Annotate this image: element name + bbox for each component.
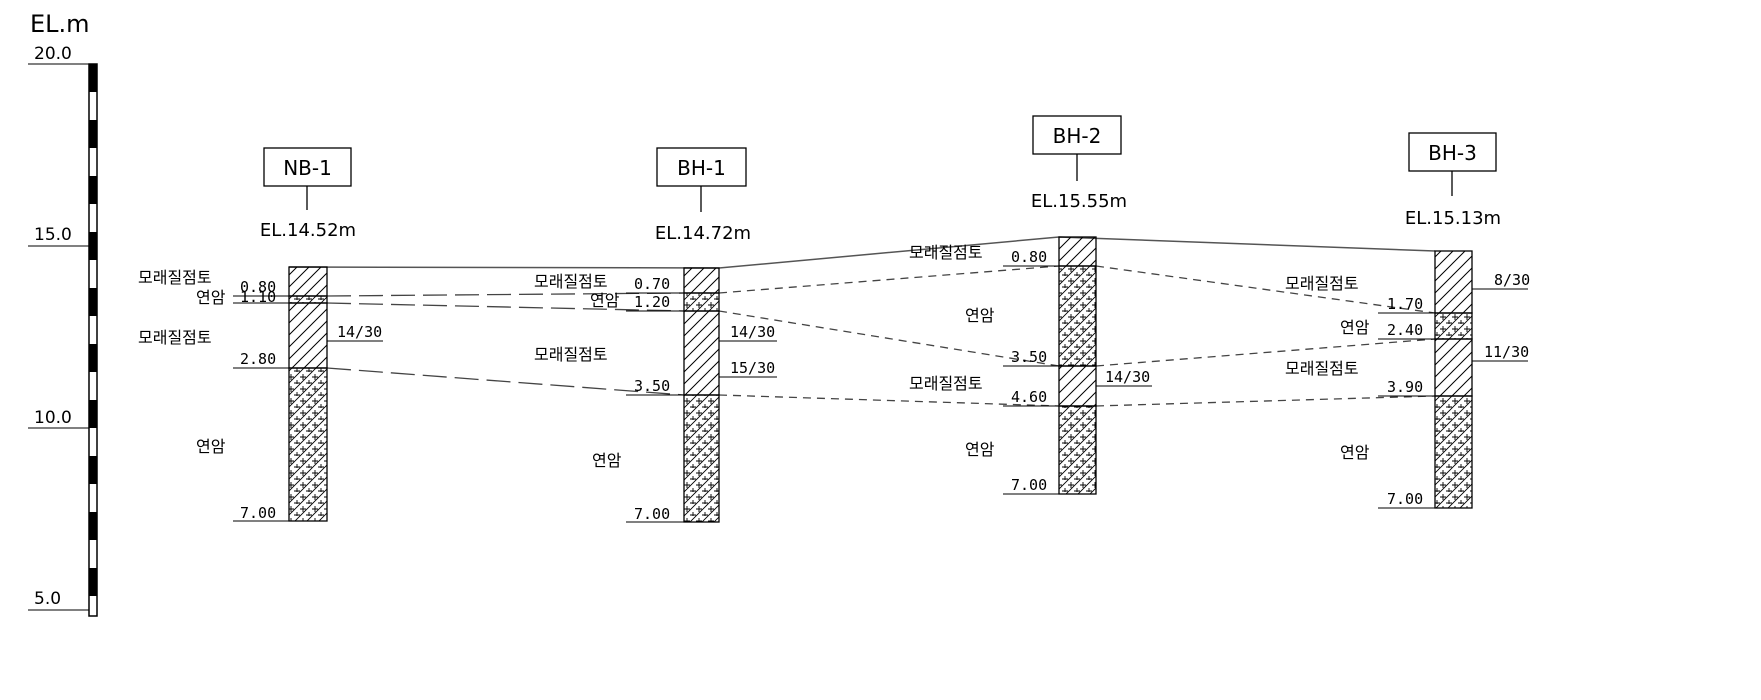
- soil-label: 모래질점토: [138, 328, 212, 347]
- correlation-line: [326, 292, 685, 297]
- scale-tick-10: 10.0: [28, 408, 89, 429]
- soil-label: 모래질점토: [534, 272, 608, 291]
- depth-label: 0.70: [634, 275, 670, 293]
- borehole-title: NB-1: [283, 156, 332, 180]
- scale-tick-label: 10.0: [34, 408, 72, 428]
- correlation-line: [718, 394, 1060, 407]
- layer-sandy-clay: [1058, 365, 1097, 407]
- scale-bar-segments: [89, 64, 97, 596]
- depth-label: 7.00: [634, 505, 670, 523]
- layer-sandy-clay: [288, 266, 328, 297]
- borehole-title-box: [656, 147, 747, 187]
- layer-soft-rock: [683, 394, 720, 523]
- layer-sandy-clay: [1434, 338, 1473, 397]
- borehole-title: BH-1: [677, 156, 726, 180]
- layer-soft-rock: [1434, 395, 1473, 509]
- correlation-lines: [326, 265, 1436, 407]
- correlation-line: [718, 310, 1060, 367]
- borehole-elevation: EL.15.13m: [1405, 208, 1501, 229]
- scale-tick-15: 15.0: [28, 225, 89, 247]
- soil-label: 모래질점토: [1285, 274, 1359, 293]
- soil-label: 모래질점토: [534, 345, 608, 364]
- soil-label: 연암: [196, 437, 226, 456]
- borehole-title-box: [1408, 132, 1497, 172]
- depth-label: 3.90: [1387, 378, 1423, 396]
- borehole-title-box: [263, 147, 352, 187]
- borehole-nb-1: NB-1 EL.14.52m 0.80 1.10 2.80 7.00 모래질점토…: [138, 147, 383, 522]
- spt-value: 11/30: [1484, 343, 1529, 361]
- depth-label: 1.20: [634, 293, 670, 311]
- soil-label: 모래질점토: [909, 374, 983, 393]
- correlation-line: [326, 367, 685, 396]
- layer-sandy-clay: [683, 267, 720, 294]
- depth-label: 0.80: [1011, 248, 1047, 266]
- scale-tick-label: 5.0: [34, 589, 61, 609]
- borehole-elevation: EL.14.52m: [260, 220, 356, 241]
- correlation-line: [718, 265, 1060, 294]
- depth-label: 7.00: [1387, 490, 1423, 508]
- spt-value: 15/30: [730, 359, 775, 377]
- depth-label: 2.80: [240, 350, 276, 368]
- spt-value: 14/30: [730, 323, 775, 341]
- layer-soft-rock: [288, 367, 328, 522]
- depth-label: 3.50: [1011, 348, 1047, 366]
- ground-surface-line: [288, 236, 1436, 269]
- correlation-line: [1095, 265, 1436, 314]
- soil-label: 연암: [1340, 318, 1370, 337]
- spt-value: 14/30: [337, 323, 382, 341]
- scale-tick-20: 20.0: [28, 44, 89, 65]
- layer-soft-rock: [1058, 405, 1097, 495]
- spt-value: 14/30: [1105, 368, 1150, 386]
- soil-label: 모래질점토: [1285, 359, 1359, 378]
- borehole-title: BH-3: [1428, 141, 1477, 165]
- layer-sandy-clay: [683, 310, 720, 396]
- soil-label: 연암: [1340, 443, 1370, 462]
- soil-label: 연암: [590, 291, 620, 310]
- soil-label: 연암: [965, 306, 995, 325]
- borehole-bh-3: BH-3 EL.15.13m 1.70 2.40 3.90 7.00 모래질점토…: [1285, 132, 1530, 509]
- borehole-title-box: [1032, 115, 1122, 155]
- depth-label: 2.40: [1387, 321, 1423, 339]
- borehole-bh-1: BH-1 EL.14.72m 0.70 1.20 3.50 7.00 모래질점토…: [534, 147, 777, 523]
- scale-unit-label: EL.m: [30, 10, 90, 38]
- depth-label: 7.00: [1011, 476, 1047, 494]
- scale-tick-5: 5.0: [28, 589, 89, 611]
- layer-sandy-clay: [1058, 236, 1097, 267]
- correlation-line: [1095, 395, 1436, 407]
- spt-value: 8/30: [1494, 271, 1530, 289]
- layer-soft-rock: [288, 295, 328, 304]
- depth-label: 3.50: [634, 377, 670, 395]
- depth-label: 4.60: [1011, 388, 1047, 406]
- depth-label: 0.80: [240, 278, 276, 296]
- borehole-elevation: EL.14.72m: [655, 223, 751, 244]
- scale-tick-label: 20.0: [34, 44, 72, 64]
- borehole-title: BH-2: [1053, 124, 1102, 148]
- soil-label: 모래질점토: [138, 268, 212, 287]
- layer-soft-rock: [683, 292, 720, 312]
- soil-label: 연암: [965, 440, 995, 459]
- depth-label: 7.00: [240, 504, 276, 522]
- soil-label: 연암: [592, 451, 622, 470]
- layer-soft-rock: [1434, 312, 1473, 340]
- scale-tick-label: 15.0: [34, 225, 72, 245]
- layer-sandy-clay: [288, 302, 328, 369]
- borehole-elevation: EL.15.55m: [1031, 191, 1127, 212]
- layer-sandy-clay: [1434, 250, 1473, 314]
- correlation-line: [326, 302, 685, 312]
- borehole-bh-2: BH-2 EL.15.55m 0.80 3.50 4.60 7.00 모래질점토…: [909, 115, 1152, 495]
- soil-label: 모래질점토: [909, 243, 983, 262]
- correlation-line: [1095, 338, 1436, 367]
- depth-label: 1.10: [240, 288, 276, 306]
- depth-label: 1.70: [1387, 295, 1423, 313]
- soil-label: 연암: [196, 288, 226, 307]
- layer-soft-rock: [1058, 265, 1097, 367]
- elevation-scale: EL.m 20.0 15.0 10.0 5.0: [28, 10, 98, 617]
